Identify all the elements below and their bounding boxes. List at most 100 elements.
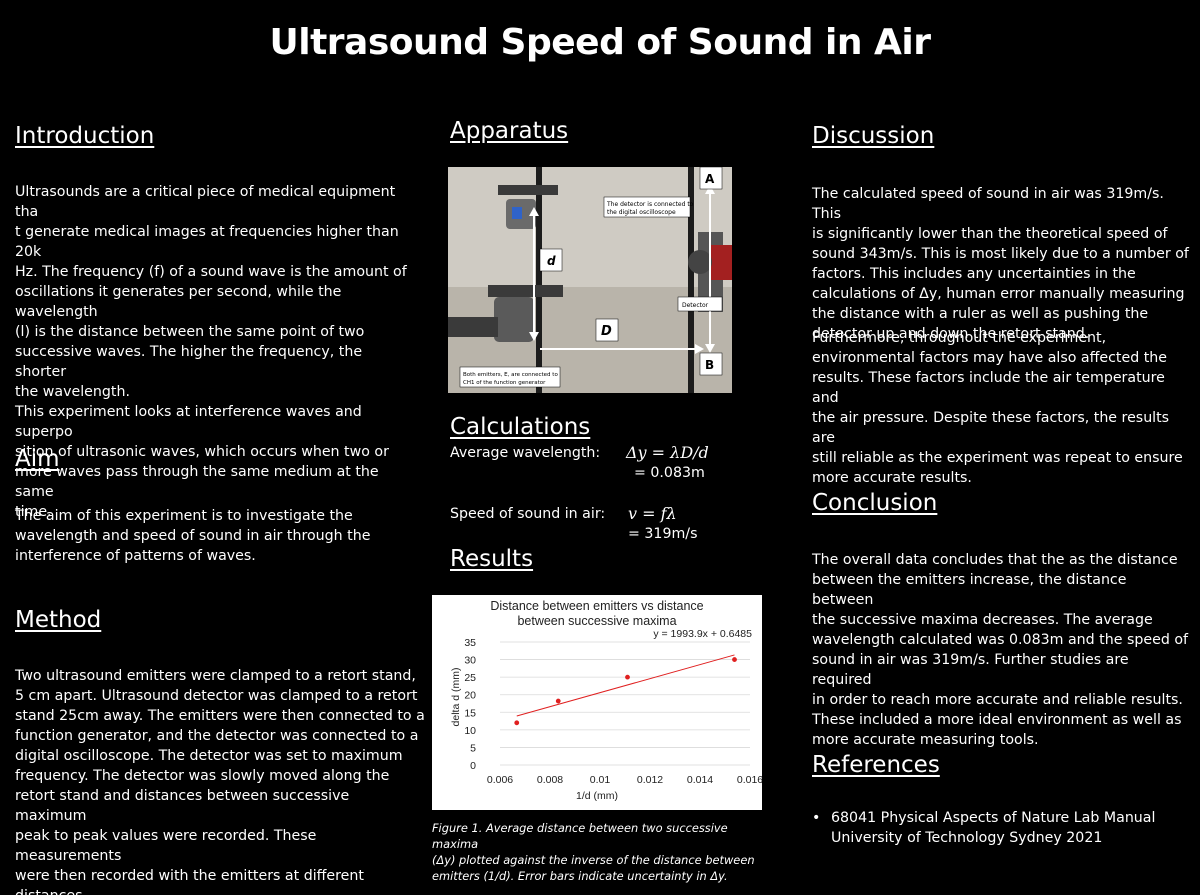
aim-line: interference of patterns of waves.	[15, 548, 256, 564]
apparatus-photo: d D A B The detector is connected to the…	[448, 167, 732, 393]
y-tick-label: 35	[464, 637, 476, 649]
method-line: peak to peak values were recorded. These…	[15, 828, 317, 864]
discussion-text-2: Furthermore, throughout the experiment, e…	[812, 328, 1192, 488]
conclusion-line: These included a more ideal environment …	[812, 712, 1182, 728]
calculations-heading: Calculations	[450, 414, 591, 440]
y-tick-label: 25	[464, 672, 476, 684]
discussion-line: environmental factors may have also affe…	[812, 350, 1168, 366]
emitters-note-line2: CH1 of the function generator	[463, 380, 546, 386]
conclusion-line: the successive maxima decreases. The ave…	[812, 612, 1153, 628]
reference-line-1: 68041 Physical Aspects of Nature Lab Man…	[831, 810, 1156, 826]
y-tick-label: 5	[470, 742, 476, 754]
introduction-line: This experiment looks at interference wa…	[15, 404, 362, 440]
reference-line-2: University of Technology Sydney 2021	[831, 830, 1103, 846]
introduction-line: t generate medical images at frequencies…	[15, 224, 399, 260]
method-line: retort stand and distances between succe…	[15, 788, 350, 824]
caption-line: (Δy) plotted against the inverse of the …	[432, 853, 755, 867]
conclusion-line: between the emitters increase, the dista…	[812, 572, 1127, 608]
method-line: distances.	[15, 886, 425, 895]
discussion-line: calculations of Δy, human error manually…	[812, 286, 1185, 302]
y-axis-label: delta d (mm)	[450, 668, 462, 727]
x-tick-label: 0.012	[637, 774, 663, 786]
discussion-line: detector up and down the retort stand.	[812, 326, 1090, 342]
trendline-equation: y = 1993.9x + 0.6485	[653, 628, 752, 640]
results-chart: Distance between emitters vs distance be…	[432, 595, 763, 810]
references-heading: References	[812, 752, 940, 778]
speed-value: = 319m/s	[628, 526, 698, 542]
chart-title-line2: between successive maxima	[517, 614, 676, 628]
wavelength-formula: Δy = λD/d	[626, 443, 709, 462]
reference-bullet: •	[812, 810, 821, 826]
discussion-line: the distance with a ruler as well as pus…	[812, 306, 1149, 322]
y-tick-label: 30	[464, 655, 476, 667]
conclusion-heading: Conclusion	[812, 490, 938, 516]
conclusion-line: in order to reach more accurate and reli…	[812, 692, 1183, 708]
introduction-line: time.	[15, 504, 52, 520]
method-line: function generator, and the detector was…	[15, 728, 419, 744]
caption-line: Figure 1. Average distance between two s…	[432, 821, 728, 851]
results-heading: Results	[450, 546, 534, 572]
method-text: Two ultrasound emitters were clamped to …	[15, 666, 425, 895]
introduction-line: successive waves. The higher the frequen…	[15, 344, 363, 380]
y-tick-label: 20	[464, 690, 476, 702]
conclusion-line: sound in air was 319m/s. Further studies…	[812, 652, 1129, 688]
conclusion-text: The overall data concludes that the as t…	[812, 550, 1192, 750]
discussion-line: still reliable as the experiment was rep…	[812, 450, 1183, 466]
method-line: frequency. The detector was slowly moved…	[15, 768, 390, 784]
method-line: stand 25cm away. The emitters were then …	[15, 708, 425, 724]
introduction-line: Ultrasounds are a critical piece of medi…	[15, 184, 396, 220]
x-axis-label: 1/d (mm)	[576, 790, 618, 802]
x-tick-label: 0.006	[487, 774, 513, 786]
discussion-line: results. These factors include the air t…	[812, 370, 1165, 406]
label-d-small: d	[547, 254, 556, 268]
wavelength-label: Average wavelength:	[450, 445, 601, 461]
wavelength-value: = 0.083m	[634, 465, 705, 481]
aim-line: wavelength and speed of sound in air thr…	[15, 528, 371, 544]
y-tick-label: 0	[470, 760, 476, 772]
introduction-line: the wavelength.	[15, 384, 130, 400]
y-tick-label: 15	[464, 707, 476, 719]
conclusion-line: more accurate measuring tools.	[812, 732, 1039, 748]
data-point	[514, 720, 520, 726]
speed-formula: v = fλ	[628, 504, 677, 523]
label-a: A	[705, 172, 715, 186]
discussion-line: Furthermore, throughout the experiment,	[812, 330, 1107, 346]
sound-wave-banner	[0, 66, 1199, 112]
method-line: 5 cm apart. Ultrasound detector was clam…	[15, 688, 418, 704]
method-line: Two ultrasound emitters were clamped to …	[15, 668, 416, 684]
trendline	[516, 654, 735, 717]
discussion-line: more accurate results.	[812, 470, 972, 486]
figure-caption: Figure 1. Average distance between two s…	[432, 820, 777, 884]
retort-stand-right	[688, 167, 694, 393]
detector-note-line1: The detector is connected to	[606, 201, 694, 208]
data-point	[732, 657, 737, 662]
introduction-text: Ultrasounds are a critical piece of medi…	[15, 182, 415, 522]
detector-note-line2: the digital oscilloscope	[607, 209, 676, 216]
x-tick-label: 0.016	[737, 774, 762, 786]
chart-svg: Distance between emitters vs distance be…	[450, 599, 763, 802]
introduction-line: sition of ultrasonic waves, which occurs…	[15, 444, 389, 460]
method-line: digital oscilloscope. The detector was s…	[15, 748, 403, 764]
introduction-heading: Introduction	[15, 123, 155, 149]
aim-heading: Aim	[15, 446, 60, 472]
speed-label: Speed of sound in air:	[450, 506, 606, 522]
caption-line: emitters (1/d). Error bars indicate unce…	[432, 869, 728, 883]
detector-tag: Detector	[682, 302, 709, 309]
conclusion-line: The overall data concludes that the as t…	[812, 552, 1178, 568]
poster-title: Ultrasound Speed of Sound in Air	[269, 22, 932, 63]
aim-text: The aim of this experiment is to investi…	[15, 506, 415, 566]
chart-title-line1: Distance between emitters vs distance	[490, 599, 703, 613]
discussion-line: The calculated speed of sound in air was…	[812, 186, 1164, 222]
retort-stand-left	[536, 167, 542, 393]
introduction-line: Hz. The frequency (f) of a sound wave is…	[15, 264, 407, 280]
discussion-heading: Discussion	[812, 123, 935, 149]
label-d-big: D	[601, 324, 612, 339]
introduction-line: oscillations it generates per second, wh…	[15, 284, 342, 320]
aim-line: The aim of this experiment is to investi…	[15, 508, 353, 524]
emitters-note-line1: Both emitters, E, are connected to	[463, 372, 558, 378]
x-tick-label: 0.008	[537, 774, 563, 786]
method-line: were then recorded with the emitters at …	[15, 868, 364, 884]
discussion-text: The calculated speed of sound in air was…	[812, 184, 1192, 344]
introduction-line: more waves pass through the same medium …	[15, 464, 379, 500]
x-tick-label: 0.014	[687, 774, 713, 786]
